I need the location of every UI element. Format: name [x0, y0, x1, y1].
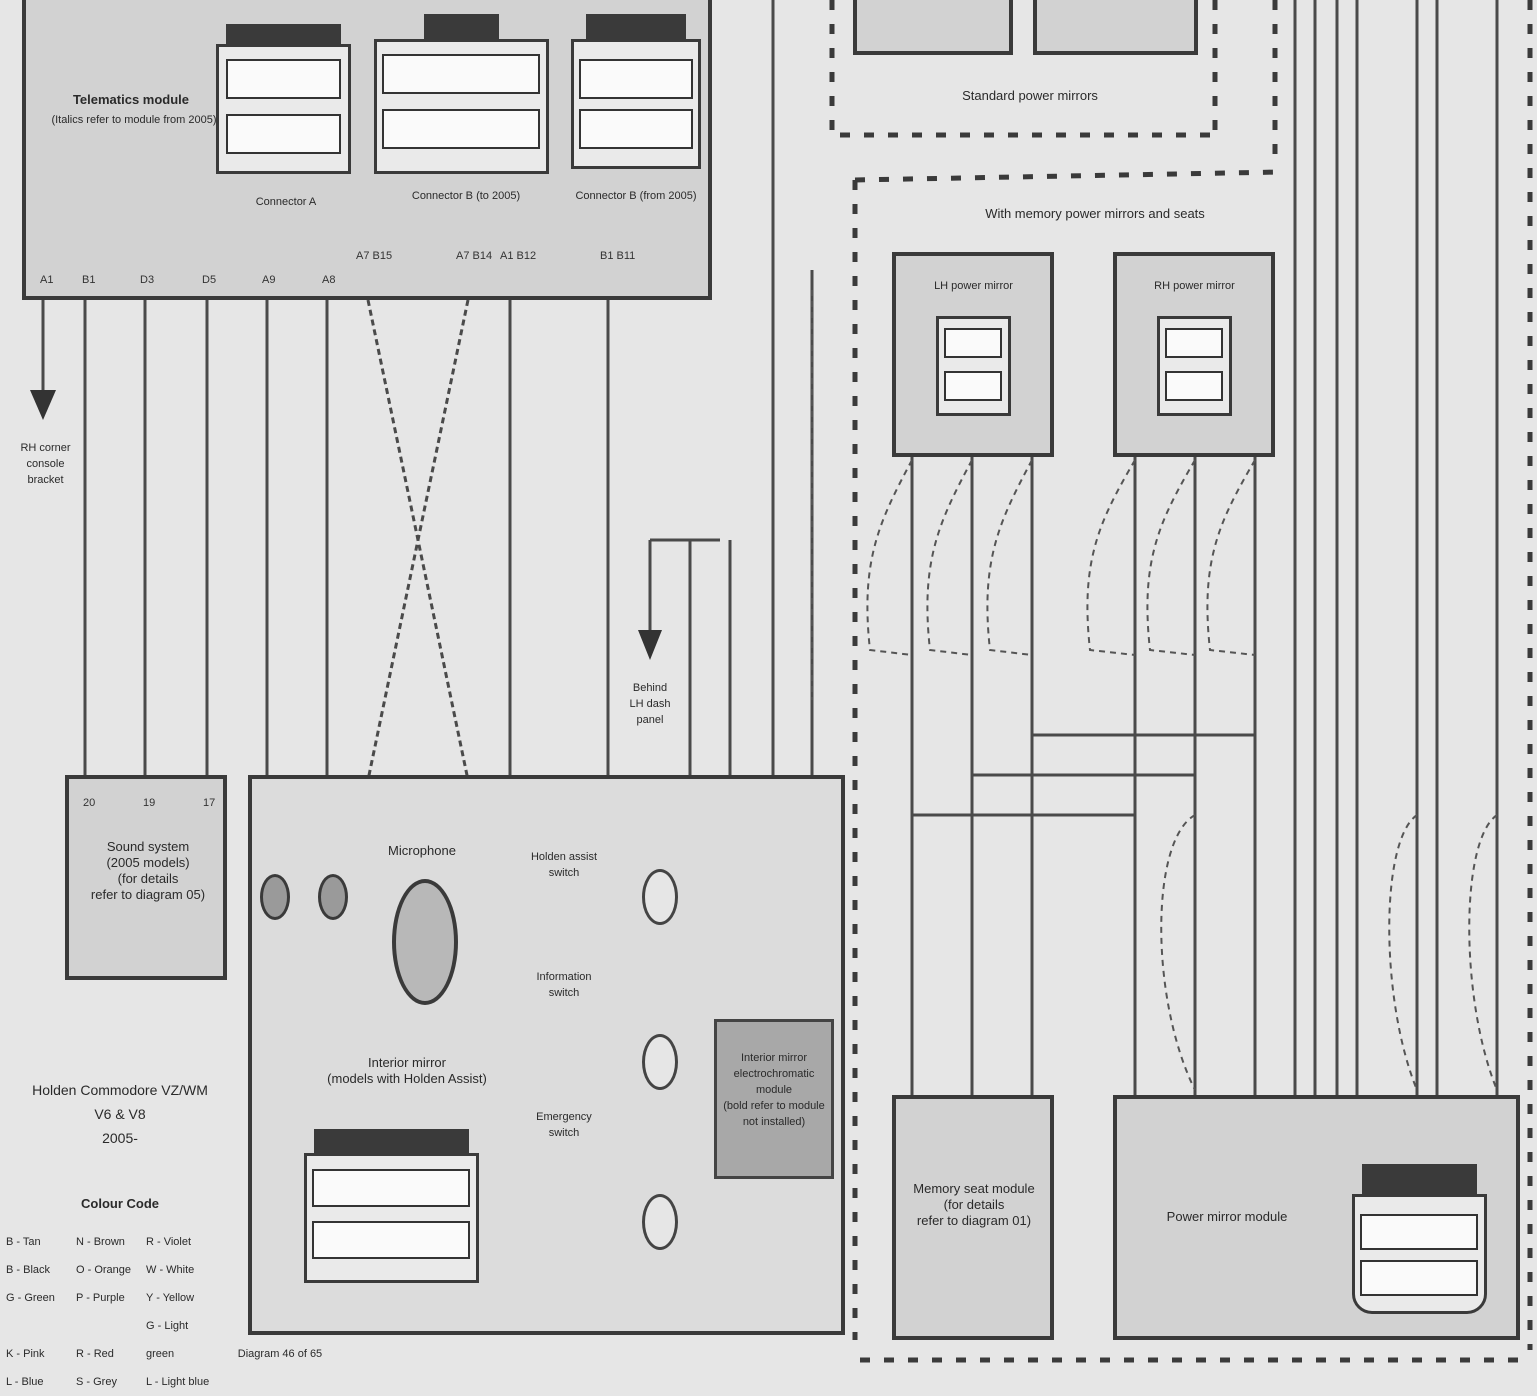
lh-mirror-connector [936, 316, 1011, 416]
telematics-pin: A8 [322, 274, 336, 286]
memory-seat-module-label: Memory seat module (for details refer to… [913, 1181, 1035, 1228]
colour-code-title: Colour Code [81, 1196, 159, 1211]
connector-a-label: Connector A [255, 196, 317, 208]
auto-dimming-module: Interior mirror electrochromatic module … [714, 1019, 834, 1179]
colour-code-entry: S - Grey [76, 1376, 117, 1388]
power-mirror-module-connector [1352, 1164, 1487, 1314]
colour-code-entry: P - Purple [76, 1292, 125, 1304]
telematics-pin: A7 B14 [456, 250, 493, 262]
memory-seat-module-box: Memory seat module (for details refer to… [892, 1095, 1054, 1340]
connector-b-to-label: Connector B (to 2005) [411, 190, 521, 202]
sound-system-pin: 20 [83, 797, 96, 809]
telematics-pin: B1 B11 [600, 250, 636, 262]
lamp-icon [642, 1194, 678, 1250]
interior-mirror-title: Interior mirror (models with Holden Assi… [327, 1055, 487, 1086]
colour-code-entry: Y - Yellow [146, 1292, 195, 1304]
power-mirror-module-label: Power mirror module [1166, 1209, 1288, 1224]
telematics-connector-a [216, 24, 351, 174]
colour-code-table: B - Tan N - Brown R - Violet B - Black O - … [6, 1228, 216, 1396]
telematics-pin: A7 B15 [356, 250, 393, 262]
emergency-switch-label: Emergency switch [536, 1111, 592, 1139]
lamp-icon [642, 869, 678, 925]
power-mirror-module-box: Power mirror module [1113, 1095, 1520, 1340]
sound-system-pin: 17 [203, 797, 216, 809]
colour-code-entry: L - Blue [6, 1376, 44, 1388]
microphone-icon [392, 879, 458, 1005]
colour-code-entry: B - Tan [6, 1236, 41, 1248]
information-switch-label: Information switch [536, 971, 592, 999]
auto-dimming-module-label: Interior mirror electrochromatic module … [723, 1052, 825, 1128]
connector-b-from-label: Connector B (from 2005) [575, 190, 697, 202]
sound-system-label: Sound system (2005 models) (for details … [90, 839, 206, 902]
telematics-pin: A1 [40, 274, 54, 286]
colour-code-entry: W - White [146, 1264, 195, 1276]
interior-mirror-box: Microphone Holden assist switch Informat… [248, 775, 845, 1335]
sound-system-box: 20 19 17 Sound system (2005 models) (for… [65, 775, 227, 980]
title-block: Holden Commodore VZ/WM V6 & V8 2005- [32, 1082, 208, 1146]
telematics-pin: D5 [202, 274, 217, 286]
standard-power-mirrors-label: Standard power mirrors [962, 88, 1098, 103]
interior-mirror-connector [304, 1129, 479, 1284]
colour-code-entry: B - Black [6, 1264, 51, 1276]
memory-section-label: With memory power mirrors and seats [985, 206, 1205, 221]
microphone-label: Microphone [388, 843, 456, 858]
colour-code-entry: L - Light blue [146, 1376, 210, 1388]
telematics-connector-b-to-2005 [374, 14, 549, 174]
lamp-icon [642, 1034, 678, 1090]
colour-code-entry: R - Violet [146, 1236, 192, 1248]
rh-power-mirror-label: RH power mirror [1154, 280, 1235, 292]
standard-mirror-box-right [1033, 0, 1198, 55]
indicator-lamp-icon [260, 874, 290, 920]
rh-power-mirror-box: RH power mirror [1113, 252, 1275, 457]
lh-power-mirror-box: LH power mirror [892, 252, 1054, 457]
colour-code-entry: K - Pink [6, 1348, 45, 1360]
telematics-pin: D3 [140, 274, 155, 286]
diagram-number: Diagram 46 of 65 [237, 1348, 323, 1360]
telematics-title: Telematics module [72, 92, 190, 107]
sound-system-pin: 19 [143, 797, 156, 809]
indicator-lamp-icon [318, 874, 348, 920]
colour-code-entry: O - Orange [76, 1264, 132, 1276]
colour-code-entry: N - Brown [76, 1236, 125, 1248]
telematics-pin: B1 [82, 274, 96, 286]
rh-mirror-connector [1157, 316, 1232, 416]
lh-power-mirror-label: LH power mirror [934, 280, 1013, 292]
telematics-module: Telematics module (Italics refer to modu… [22, 0, 712, 300]
rh-connector-bracket-label: RH corner console bracket [20, 442, 71, 486]
telematics-connector-b-from-2005 [571, 14, 701, 169]
standard-mirror-box-left [853, 0, 1013, 55]
colour-code-entry: G - Green [6, 1292, 55, 1304]
telematics-subtitle: (Italics refer to module from 2005) [51, 114, 217, 126]
telematics-pin: A1 B12 [500, 250, 537, 262]
colour-code-entry: R - Red [76, 1348, 114, 1360]
behind-lh-dash-label: Behind LH dash panel [629, 682, 671, 726]
holden-assist-switch-label: Holden assist switch [530, 851, 598, 879]
colour-code-entry: G - Light green [146, 1320, 189, 1360]
telematics-pin: A9 [262, 274, 276, 286]
